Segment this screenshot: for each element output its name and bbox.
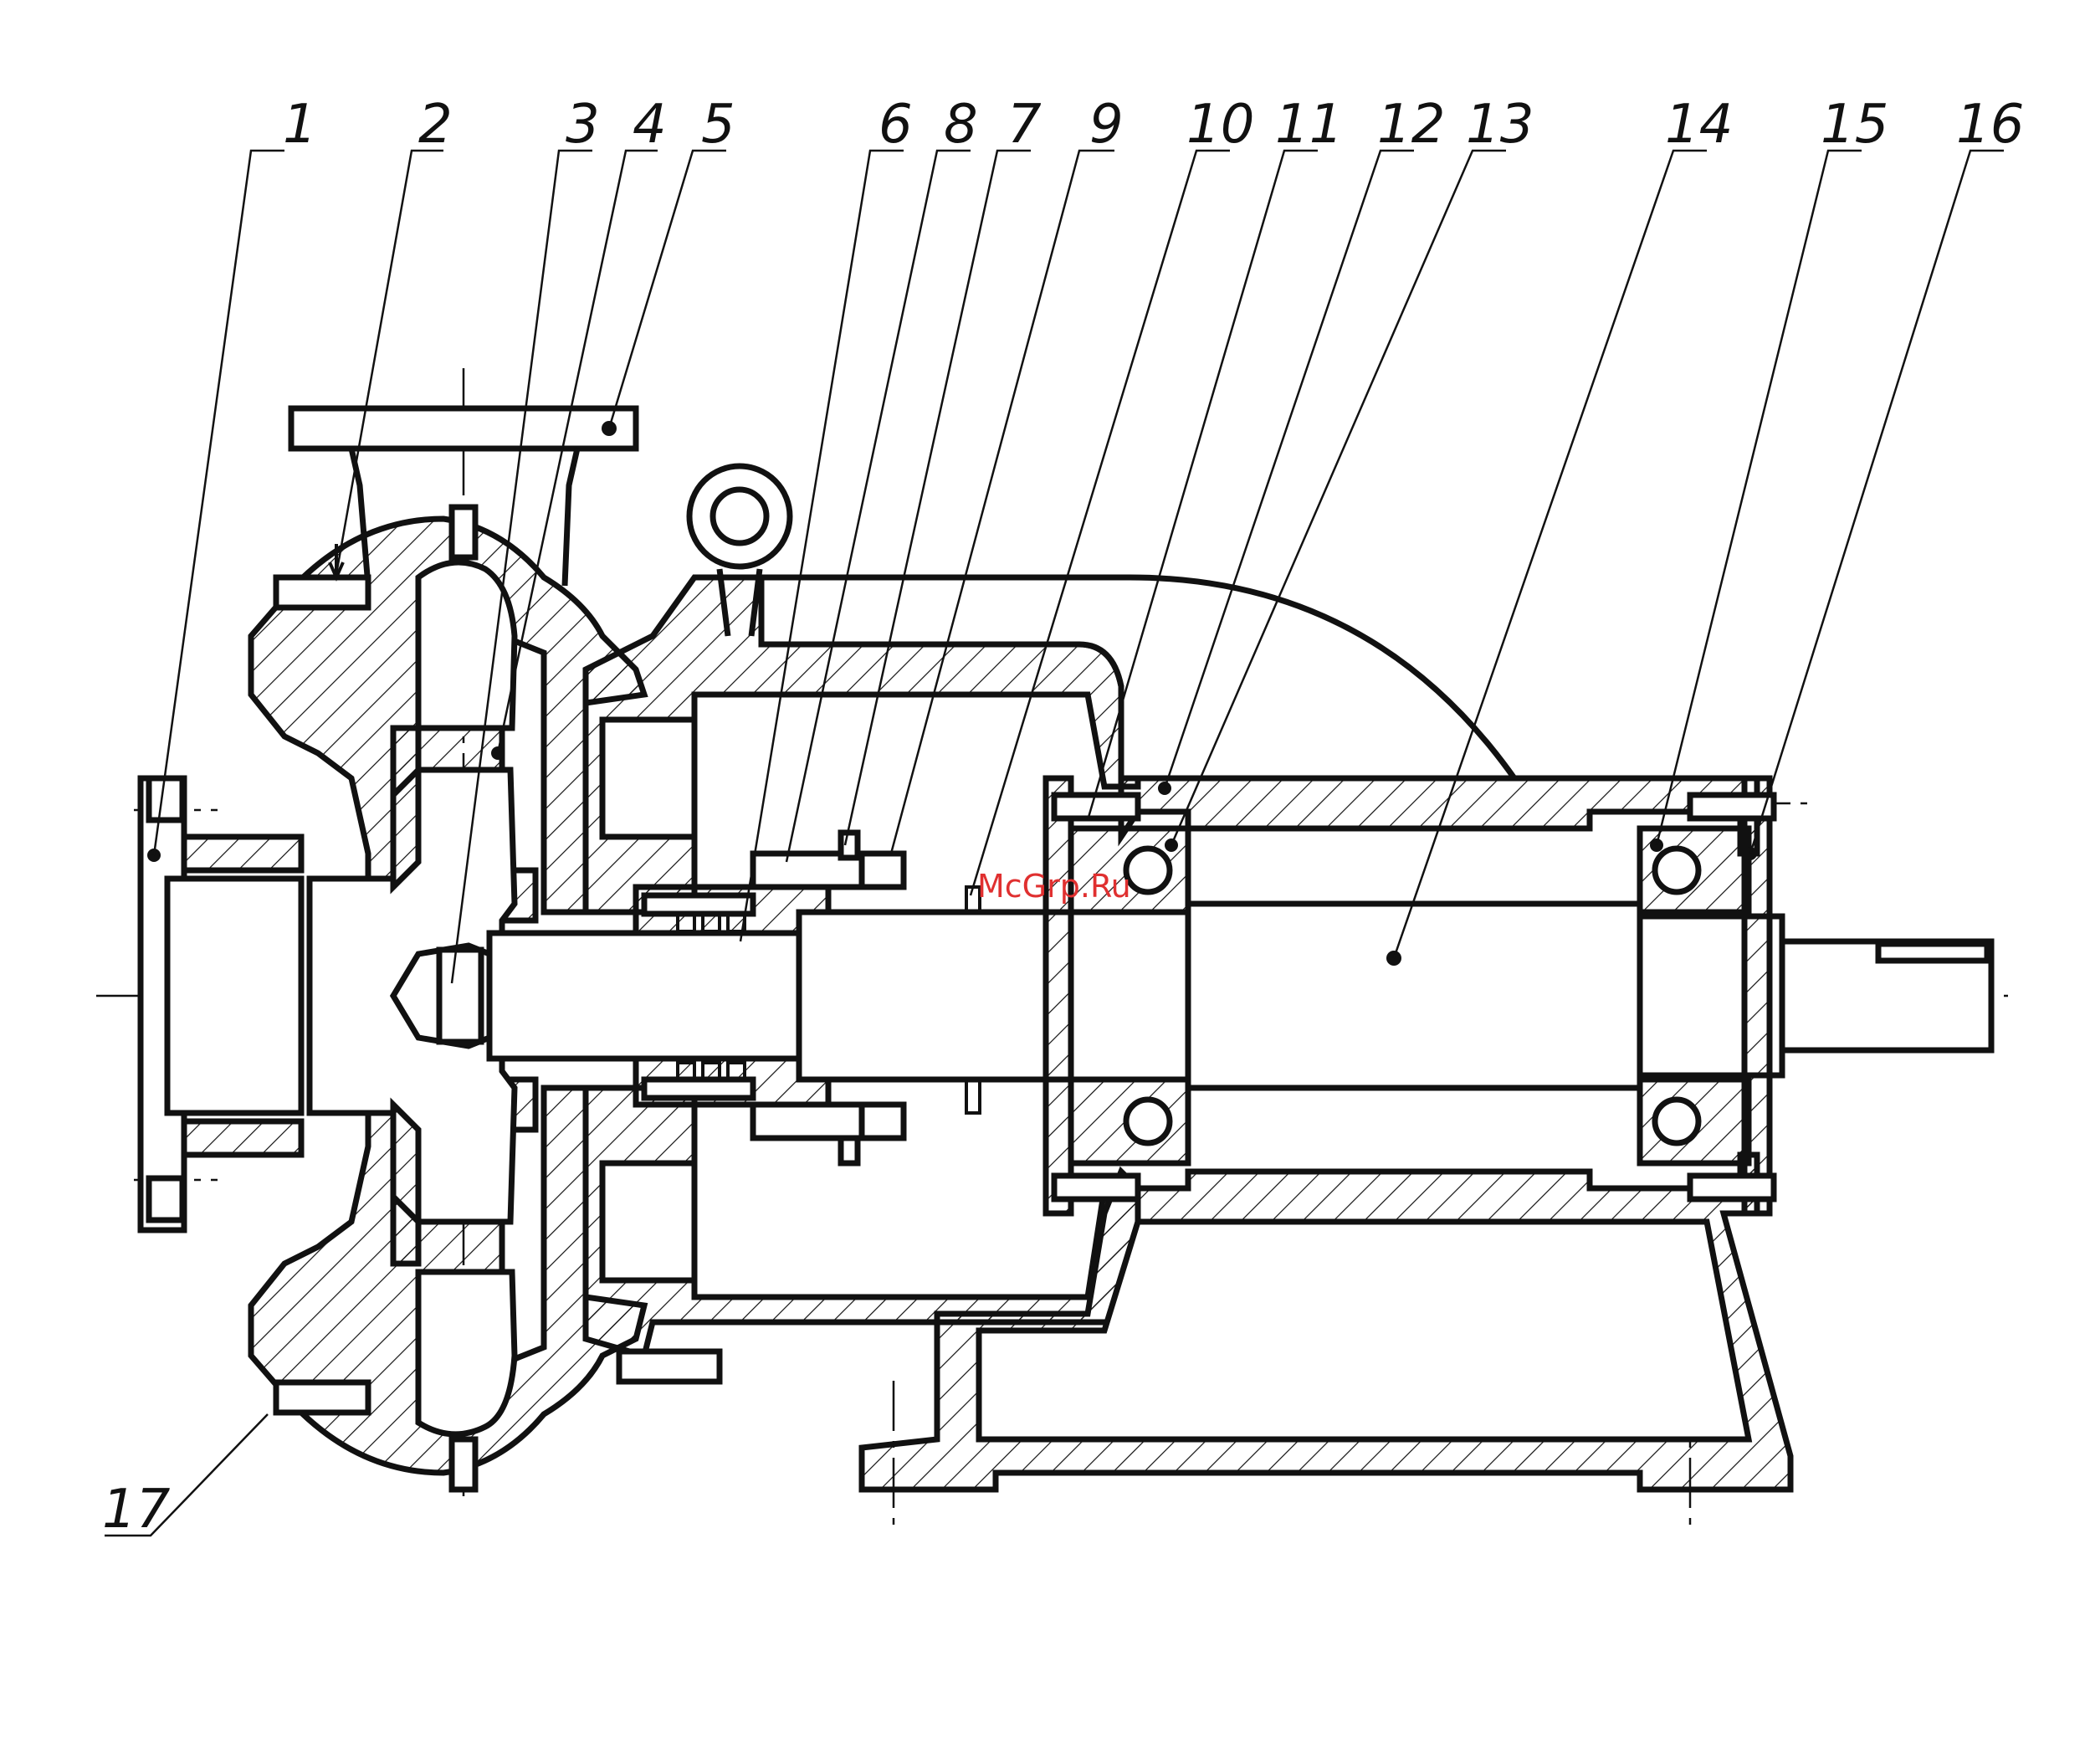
callout-16: 16: [1956, 94, 2024, 156]
impeller: [310, 728, 515, 1264]
callout-12: 12: [1377, 94, 1445, 156]
callout-5: 5: [701, 94, 735, 156]
callout-7: 7: [1007, 94, 1042, 156]
callout-9: 9: [1089, 94, 1124, 156]
callout-4: 4: [633, 94, 667, 156]
callout-13: 13: [1466, 94, 1534, 156]
watermark-text: McGrp.Ru: [977, 868, 1131, 905]
callout-14: 14: [1665, 94, 1733, 156]
callout-6: 6: [879, 94, 913, 156]
callout-3: 3: [566, 94, 600, 156]
callout-15: 15: [1821, 94, 1888, 156]
callout-2: 2: [418, 94, 453, 156]
callout-1: 1: [283, 94, 317, 156]
callout-17: 17: [102, 1479, 171, 1541]
callout-11: 11: [1275, 94, 1343, 156]
callout-10: 10: [1186, 94, 1254, 156]
callout-8: 8: [944, 94, 978, 156]
